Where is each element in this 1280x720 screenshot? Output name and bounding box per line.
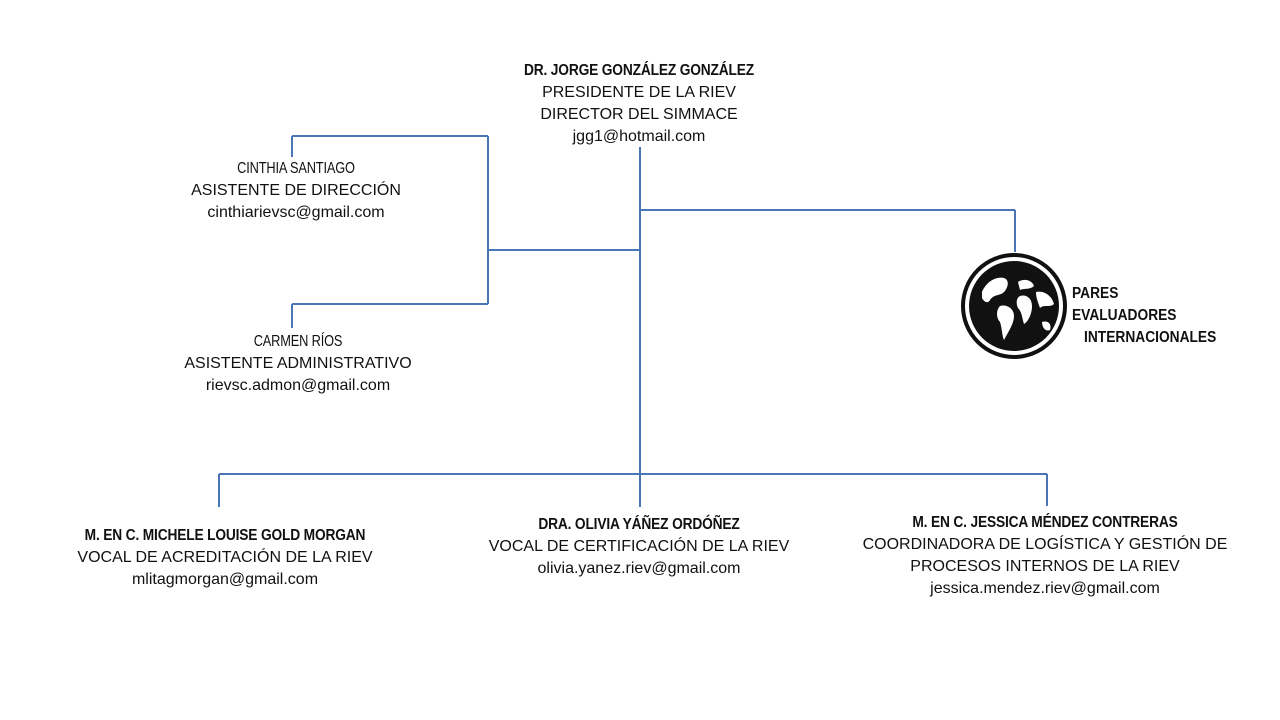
coordinator-email: jessica.mendez.riev@gmail.com xyxy=(930,580,1160,597)
assistant2-role: ASISTENTE ADMINISTRATIVO xyxy=(184,355,412,372)
coordinator-node: M. EN C. JESSICA MÉNDEZ CONTRERAS COORDI… xyxy=(855,512,1235,600)
assistant2-name: CARMEN RÍOS xyxy=(253,333,343,350)
president-email: jgg1@hotmail.com xyxy=(572,128,706,145)
pares-label: PARES EVALUADORES INTERNACIONALES xyxy=(1072,283,1217,349)
vocal2-email: olivia.yanez.riev@gmail.com xyxy=(537,560,741,577)
president-role-1: PRESIDENTE DE LA RIEV xyxy=(542,84,736,101)
president-role-2: DIRECTOR DEL SIMMACE xyxy=(540,106,738,123)
president-name: DR. JORGE GONZÁLEZ GONZÁLEZ xyxy=(523,62,755,79)
vocal1-email: mlitagmorgan@gmail.com xyxy=(131,571,319,588)
coordinator-role-2: PROCESOS INTERNOS DE LA RIEV xyxy=(910,558,1180,575)
vocal2-role: VOCAL DE CERTIFICACIÓN DE LA RIEV xyxy=(488,538,790,555)
vocal1-role: VOCAL DE ACREDITACIÓN DE LA RIEV xyxy=(77,549,373,566)
assistant1-email: cinthiarievsc@gmail.com xyxy=(207,204,385,221)
vocal2-node: DRA. OLIVIA YÁÑEZ ORDÓÑEZ VOCAL DE CERTI… xyxy=(459,514,819,580)
pares-line-1: PARES EVALUADORES xyxy=(1072,285,1177,324)
assistant1-name: CINTHIA SANTIAGO xyxy=(237,160,355,177)
president-node: DR. JORGE GONZÁLEZ GONZÁLEZ PRESIDENTE D… xyxy=(489,60,789,148)
vocal1-node: M. EN C. MICHELE LOUISE GOLD MORGAN VOCA… xyxy=(45,525,405,591)
assistant1-role: ASISTENTE DE DIRECCIÓN xyxy=(191,182,401,199)
vocal2-name: DRA. OLIVIA YÁÑEZ ORDÓÑEZ xyxy=(538,516,740,533)
globe-icon xyxy=(961,253,1067,359)
assistant1-node: CINTHIA SANTIAGO ASISTENTE DE DIRECCIÓN … xyxy=(146,158,446,224)
coordinator-name: M. EN C. JESSICA MÉNDEZ CONTRERAS xyxy=(912,514,1178,531)
coordinator-role-1: COORDINADORA DE LOGÍSTICA Y GESTIÓN DE xyxy=(862,536,1228,553)
assistant2-node: CARMEN RÍOS ASISTENTE ADMINISTRATIVO rie… xyxy=(148,331,448,397)
pares-line-2: INTERNACIONALES xyxy=(1084,329,1217,346)
vocal1-name: M. EN C. MICHELE LOUISE GOLD MORGAN xyxy=(84,527,366,544)
assistant2-email: rievsc.admon@gmail.com xyxy=(205,377,391,394)
